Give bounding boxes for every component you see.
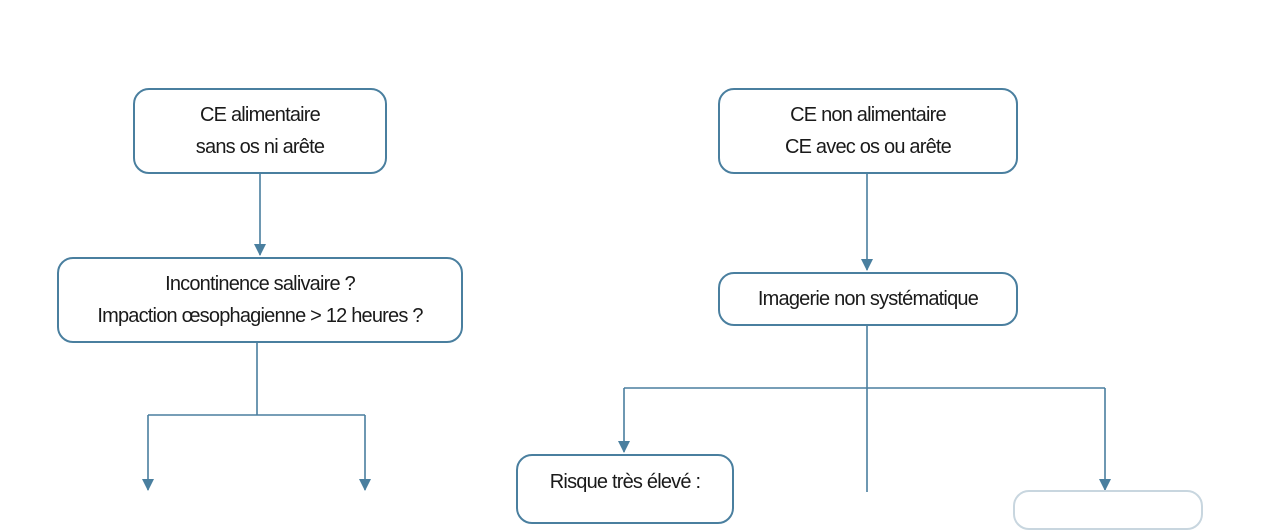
node-food-no-bone-line1: CE alimentaire (200, 104, 321, 126)
node-very-high-risk: Risque très élevé : (516, 454, 734, 524)
flowchart: CE alimentaire sans os ni arête Incontin… (57, 88, 1203, 530)
node-salivary-question-line2: Impaction œsophagienne > 12 heures ? (97, 305, 423, 327)
node-imaging-line1: Imagerie non systématique (757, 288, 979, 310)
node-non-food: CE non alimentaire CE avec os ou arête (718, 88, 1018, 174)
node-very-high-risk-line1: Risque très élevé : (549, 471, 701, 493)
node-salivary-question-line1: Incontinence salivaire ? (165, 273, 356, 295)
node-partial-right (1013, 490, 1203, 530)
node-non-food-line2: CE avec os ou arête (784, 136, 952, 158)
node-non-food-line1: CE non alimentaire (790, 104, 947, 126)
node-salivary-question: Incontinence salivaire ? Impaction œsoph… (57, 257, 463, 343)
node-food-no-bone-line2: sans os ni arête (195, 136, 325, 158)
connectors (142, 174, 1111, 492)
node-food-no-bone: CE alimentaire sans os ni arête (133, 88, 387, 174)
node-imaging: Imagerie non systématique (718, 272, 1018, 326)
